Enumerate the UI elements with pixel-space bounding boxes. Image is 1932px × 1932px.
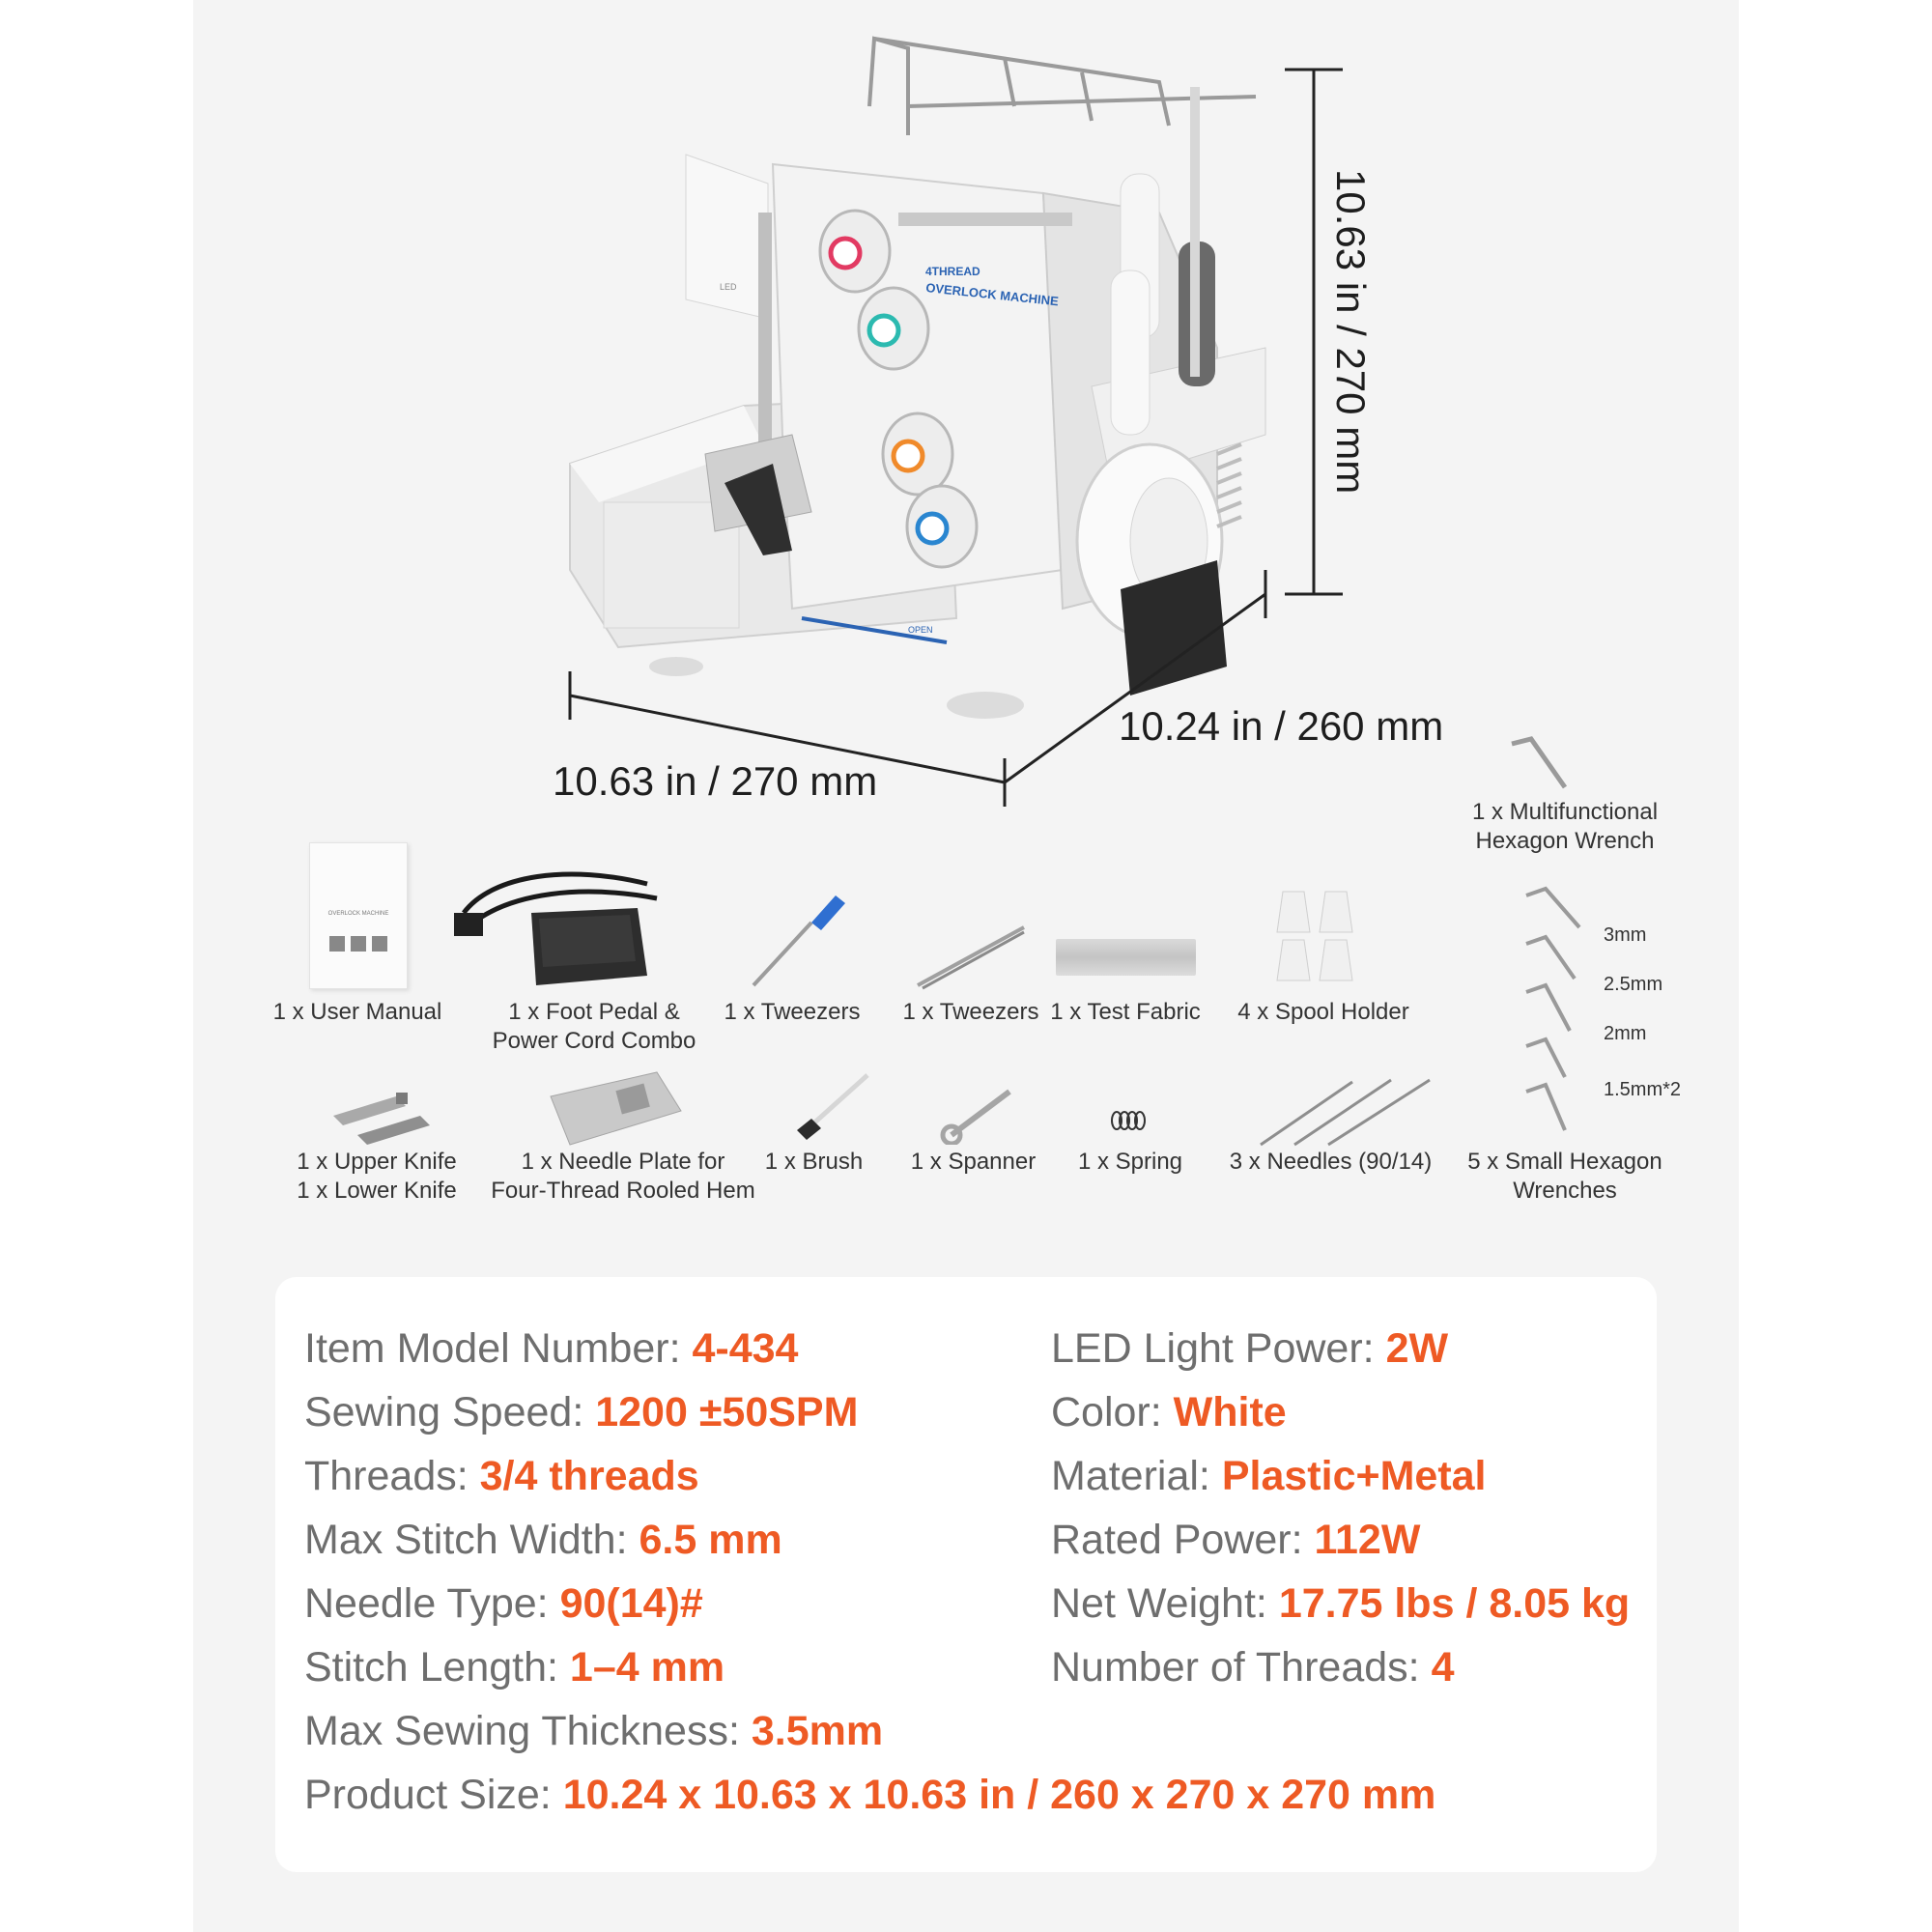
spec-model-number: Item Model Number: 4-434 [304, 1325, 798, 1373]
brand-line-1: 4THREAD [925, 265, 980, 278]
item-label-test-fabric: 1 x Test Fabric [1050, 999, 1201, 1025]
manual-icon: OVERLOCK MACHINE [309, 842, 408, 989]
foot-pedal-icon [454, 871, 658, 985]
spec-number-of-threads-value: 4 [1431, 1644, 1455, 1690]
dimension-lines [568, 68, 1343, 807]
item-label-needle-plate-2: Four-Thread Rooled Hem [491, 1178, 755, 1204]
width-dimension-label: 10.63 in / 270 mm [553, 758, 878, 804]
spec-needle-type-value: 90(14)# [559, 1580, 703, 1627]
spec-color-label: Color: [1051, 1389, 1174, 1435]
spec-threads: Threads: 3/4 threads [304, 1453, 699, 1500]
spec-max-stitch-width: Max Stitch Width: 6.5 mm [304, 1517, 782, 1564]
height-dimension-label: 10.63 in / 270 mm [1328, 169, 1374, 495]
spec-stitch-length-label: Stitch Length: [304, 1644, 570, 1690]
spec-needle-type-label: Needle Type: [304, 1580, 560, 1627]
tweezers-icon [917, 925, 1025, 990]
item-label-needle-plate: 1 x Needle Plate for Four-Thread Rooled … [488, 1148, 758, 1206]
overlock-machine-illustration: 4THREAD OVERLOCK MACHINE LED OPEN [569, 36, 1266, 719]
spec-max-sewing-thickness: Max Sewing Thickness: 3.5mm [304, 1708, 883, 1755]
spec-product-size-value: 10.24 x 10.63 x 10.63 in / 260 x 270 x 2… [562, 1772, 1436, 1818]
brush-icon [797, 1073, 869, 1140]
spec-material: Material: Plastic+Metal [1051, 1453, 1487, 1500]
item-label-brush: 1 x Brush [764, 1149, 864, 1175]
item-label-spool-holder: 4 x Spool Holder [1237, 999, 1409, 1025]
spec-needle-type: Needle Type: 90(14)# [304, 1580, 703, 1628]
item-label-foot-pedal-1: 1 x Foot Pedal & [508, 999, 680, 1025]
spec-led-power: LED Light Power: 2W [1051, 1325, 1448, 1373]
item-label-tweezers: 1 x Tweezers [902, 999, 1039, 1025]
screwdriver-icon [752, 895, 845, 987]
wrench-size-3mm: 3mm [1604, 924, 1647, 946]
item-label-screwdriver: 1 x Tweezers [724, 999, 861, 1025]
item-label-user-manual: 1 x User Manual [272, 999, 442, 1025]
spool-holder-icon [1276, 891, 1353, 981]
spec-product-size: Product Size: 10.24 x 10.63 x 10.63 in /… [304, 1772, 1435, 1819]
spec-max-stitch-width-value: 6.5 mm [639, 1517, 782, 1563]
item-label-spring: 1 x Spring [1077, 1149, 1183, 1175]
spec-threads-label: Threads: [304, 1453, 480, 1499]
spec-net-weight-value: 17.75 lbs / 8.05 kg [1278, 1580, 1631, 1627]
item-label-multi-wrench-1: 1 x Multifunctional [1471, 799, 1659, 825]
spec-net-weight-label: Net Weight: [1051, 1580, 1279, 1627]
wrench-size-1-5mm: 1.5mm*2 [1604, 1079, 1682, 1100]
spec-material-value: Plastic+Metal [1221, 1453, 1487, 1499]
spec-rated-power-value: 112W [1314, 1517, 1421, 1563]
spec-color: Color: White [1051, 1389, 1287, 1436]
item-label-multi-wrench: 1 x Multifunctional Hexagon Wrench [1449, 798, 1681, 856]
item-label-hex-wrenches-1: 5 x Small Hexagon [1467, 1149, 1662, 1175]
spec-stitch-length: Stitch Length: 1–4 mm [304, 1644, 724, 1691]
spec-sewing-speed-value: 1200 ±50SPM [595, 1389, 859, 1435]
spec-number-of-threads-label: Number of Threads: [1051, 1644, 1432, 1690]
spec-rated-power: Rated Power: 112W [1051, 1517, 1420, 1564]
needles-icon [1260, 1078, 1431, 1147]
multi-wrench-icon [1511, 736, 1568, 789]
spec-sewing-speed-label: Sewing Speed: [304, 1389, 596, 1435]
item-label-needles: 3 x Needles (90/14) [1229, 1149, 1433, 1175]
spec-led-power-label: LED Light Power: [1051, 1325, 1386, 1372]
spec-number-of-threads: Number of Threads: 4 [1051, 1644, 1454, 1691]
depth-dimension-label: 10.24 in / 260 mm [1119, 703, 1444, 749]
item-label-multi-wrench-2: Hexagon Wrench [1475, 828, 1655, 854]
tension-dials [818, 209, 979, 569]
spec-color-value: White [1173, 1389, 1287, 1435]
item-label-knives: 1 x Upper Knife 1 x Lower Knife [280, 1148, 473, 1206]
spec-card [275, 1277, 1657, 1872]
item-label-spanner: 1 x Spanner [910, 1149, 1037, 1175]
spec-product-size-label: Product Size: [304, 1772, 563, 1818]
hex-wrench-icon [1525, 886, 1581, 1131]
item-label-hex-wrenches-2: Wrenches [1513, 1178, 1617, 1204]
spring-icon [1111, 1111, 1146, 1130]
wrench-size-2mm: 2mm [1604, 1023, 1647, 1044]
spec-max-stitch-width-label: Max Stitch Width: [304, 1517, 639, 1563]
item-label-foot-pedal: 1 x Foot Pedal & Power Cord Combo [473, 998, 715, 1056]
item-label-needle-plate-1: 1 x Needle Plate for [521, 1149, 725, 1175]
spanner-icon [940, 1089, 1011, 1145]
thread-cones [1110, 87, 1215, 436]
knife-icon [333, 1093, 430, 1145]
spec-material-label: Material: [1051, 1453, 1222, 1499]
fabric-icon [1056, 939, 1196, 976]
spec-max-sewing-thickness-value: 3.5mm [751, 1708, 884, 1754]
spec-max-sewing-thickness-label: Max Sewing Thickness: [304, 1708, 752, 1754]
item-label-knives-1: 1 x Upper Knife [297, 1149, 457, 1175]
spec-net-weight: Net Weight: 17.75 lbs / 8.05 kg [1051, 1580, 1630, 1628]
manual-cover-title: OVERLOCK MACHINE [327, 911, 389, 917]
spec-sewing-speed: Sewing Speed: 1200 ±50SPM [304, 1389, 858, 1436]
spec-model-number-value: 4-434 [692, 1325, 799, 1372]
spec-stitch-length-value: 1–4 mm [569, 1644, 725, 1690]
item-label-foot-pedal-2: Power Cord Combo [492, 1028, 696, 1054]
spec-led-power-value: 2W [1385, 1325, 1449, 1372]
needle-plate-icon [550, 1071, 682, 1146]
open-label: OPEN [908, 625, 933, 635]
spec-rated-power-label: Rated Power: [1051, 1517, 1315, 1563]
spec-model-number-label: Item Model Number: [304, 1325, 693, 1372]
item-label-knives-2: 1 x Lower Knife [297, 1178, 457, 1204]
spec-threads-value: 3/4 threads [479, 1453, 699, 1499]
led-label: LED [720, 282, 737, 292]
item-label-hex-wrenches: 5 x Small Hexagon Wrenches [1449, 1148, 1681, 1206]
wrench-size-2-5mm: 2.5mm [1604, 974, 1663, 995]
